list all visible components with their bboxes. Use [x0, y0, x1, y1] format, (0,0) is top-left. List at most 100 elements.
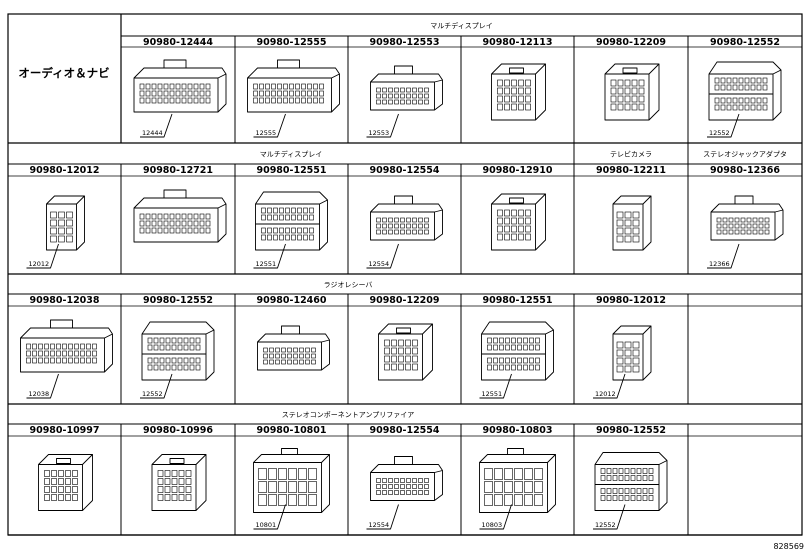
leader-line: [253, 243, 286, 269]
connector-drawing-icon: [708, 61, 782, 121]
connector-drawing-icon: [253, 448, 330, 513]
part-number: 90980-12910: [482, 165, 552, 176]
leader-line: [253, 504, 286, 530]
part-number: 90980-12444: [143, 37, 213, 48]
group-label: ステレオコンポーネントアンプリファイア: [282, 411, 415, 419]
group-label: テレビカメラ: [610, 150, 652, 159]
leader-line: [479, 373, 512, 399]
leader-line: [707, 243, 740, 269]
connector-cell: 90980-12209: [369, 295, 440, 381]
part-number: 90980-10997: [29, 425, 99, 436]
part-number: 90980-10801: [256, 425, 326, 436]
part-number: 90980-12554: [369, 165, 439, 176]
leader-line: [253, 113, 286, 138]
group-label: ラジオレシーバ: [324, 281, 373, 289]
connector-drawing-icon: [20, 319, 113, 373]
part-number: 90980-12553: [369, 37, 439, 48]
callout-label: 12554: [369, 260, 390, 268]
part-number: 90980-12012: [29, 165, 99, 176]
connector-drawing-icon: [594, 452, 668, 511]
group-label: マルチディスプレイ: [260, 150, 323, 159]
leader-line: [140, 113, 173, 138]
connector-drawing-icon: [481, 321, 554, 381]
callout-label: 12551: [256, 260, 277, 268]
part-number: 90980-12012: [596, 295, 666, 306]
connector-cell: 90980-12555 12555: [247, 37, 340, 138]
connector-drawing-icon: [141, 321, 215, 381]
table-cells: マルチディスプレイ 90980-12444 12444 90980-12555 1255…: [20, 21, 787, 530]
connector-drawing-icon: [370, 456, 443, 501]
callout-label: 12551: [482, 390, 503, 398]
part-number: 90980-12209: [369, 295, 439, 306]
connector-drawing-icon: [612, 325, 652, 381]
connector-drawing-icon: [710, 195, 784, 241]
connector-drawing-icon: [151, 454, 207, 511]
leader-line: [366, 113, 399, 138]
connector-drawing-icon: [46, 195, 85, 251]
connector-drawing-icon: [133, 189, 227, 243]
connector-cell: 90980-12209: [596, 37, 666, 121]
part-number: 90980-12211: [596, 165, 666, 176]
callout-label: 12038: [29, 390, 50, 398]
part-number: 90980-12209: [596, 37, 666, 48]
connector-drawing-icon: [370, 65, 443, 111]
connector-drawing-icon: [370, 195, 443, 241]
connector-drawing-icon: [491, 63, 546, 121]
connector-cell: 90980-12554 12554: [366, 165, 443, 269]
part-number: 90980-12551: [482, 295, 552, 306]
connector-drawing-icon: [255, 191, 328, 251]
part-number: 90980-12721: [143, 165, 213, 176]
part-number: 90980-10803: [482, 425, 552, 436]
leader-line: [707, 113, 740, 138]
callout-label: 12366: [709, 260, 730, 268]
leader-line: [366, 504, 399, 530]
connector-cell: 90980-12113: [482, 37, 553, 121]
connector-cell: 90980-12552 12552: [593, 425, 668, 530]
leader-line: [366, 243, 399, 269]
leader-line: [593, 504, 626, 530]
connector-cell: 90980-12910: [482, 165, 553, 251]
part-number: 90980-12552: [143, 295, 213, 306]
connector-drawing-icon: [378, 323, 433, 381]
connector-drawing-icon: [604, 63, 660, 121]
connector-cell: 90980-12012 12012: [26, 165, 100, 269]
leader-line: [593, 373, 626, 399]
connector-cell: 90980-12553 12553: [366, 37, 443, 138]
connector-cell: 90980-12721: [133, 165, 227, 243]
connector-drawing-icon: [133, 59, 227, 113]
connector-cell: 90980-10996: [143, 425, 213, 511]
part-number: 90980-12366: [710, 165, 780, 176]
group-label: ステレオジャックアダプタ: [703, 150, 787, 159]
part-number: 90980-12555: [256, 37, 326, 48]
leader-line: [140, 373, 173, 399]
part-number: 90980-12113: [482, 37, 552, 48]
callout-label: 12012: [29, 260, 50, 268]
part-number: 90980-12554: [369, 425, 439, 436]
table-grid: [7, 13, 803, 536]
leader-line: [26, 243, 59, 269]
part-number: 90980-12552: [596, 425, 666, 436]
connector-drawing-icon: [257, 325, 330, 371]
leader-line: [479, 504, 512, 530]
connector-cell: 90980-12366 12366: [707, 165, 784, 269]
group-label: マルチディスプレイ: [430, 21, 493, 30]
part-number: 90980-12038: [29, 295, 99, 306]
connector-cell: 90980-12444 12444: [133, 37, 227, 138]
connector-drawing-icon: [247, 59, 340, 113]
callout-label: 12552: [142, 390, 163, 398]
callout-label: 12552: [595, 521, 616, 529]
connector-cell: 90980-12211: [596, 165, 666, 251]
callout-label: 12554: [369, 521, 390, 529]
callout-label: 12553: [369, 129, 390, 137]
connector-cell: 90980-12552 12552: [140, 295, 215, 399]
connector-drawing-icon: [38, 454, 93, 511]
callout-label: 12444: [142, 129, 163, 137]
side-label: オーディオ＆ナビ: [18, 66, 109, 80]
callout-label: 12555: [256, 129, 277, 137]
